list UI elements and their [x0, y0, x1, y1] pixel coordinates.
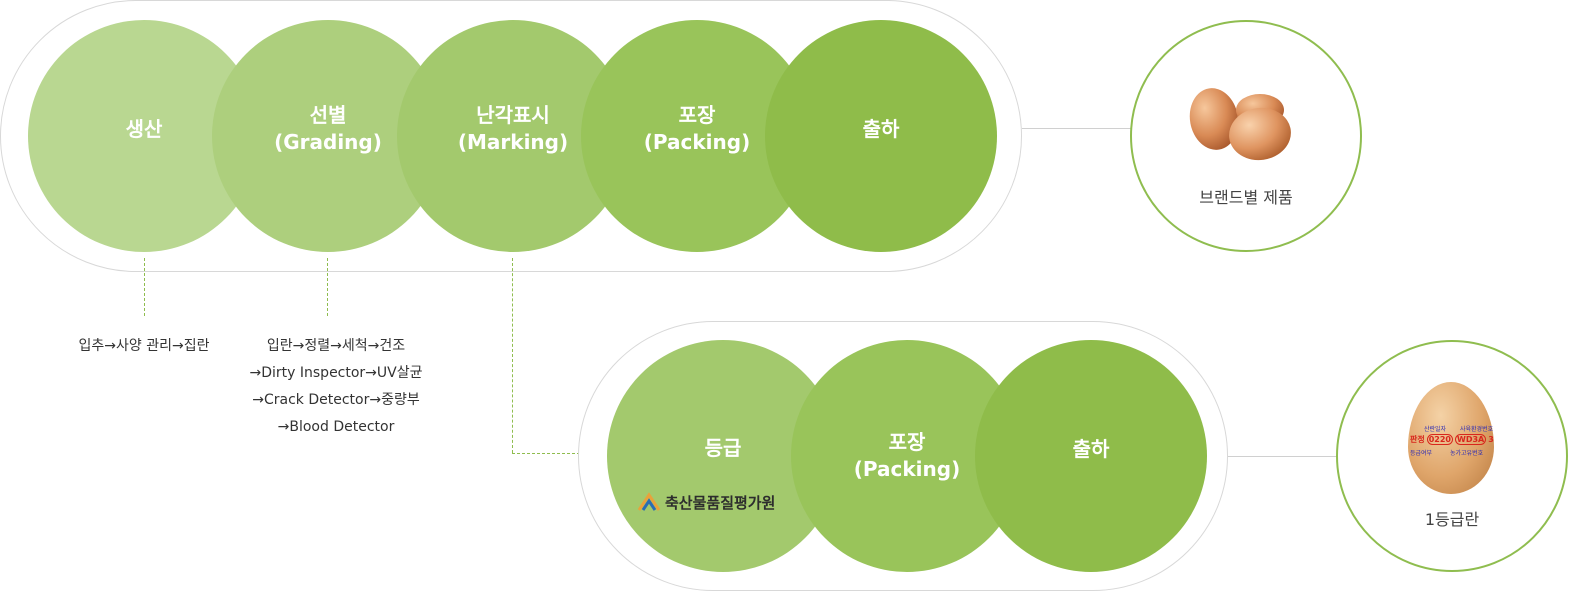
step-marking-label: 난각표시 (Marking) — [457, 103, 569, 154]
brand-product-ring: 브랜드별 제품 — [1130, 20, 1362, 252]
step-production-label: 생산 — [125, 116, 163, 141]
marking-code-2: WD3A — [1455, 434, 1487, 445]
production-dash — [144, 258, 145, 316]
marking-dash-vertical — [512, 258, 513, 453]
step-bottom-packing-label: 포장 (Packing) — [853, 430, 961, 481]
marking-bottom-right: 농가고유번호 — [1450, 450, 1484, 457]
bottom-connector-line — [1228, 456, 1338, 457]
agency-logo-icon — [637, 492, 661, 511]
step-shipping-label: 출하 — [862, 116, 900, 141]
top-connector-line — [1022, 128, 1132, 129]
grading-dash — [327, 258, 328, 316]
marking-dash-horizontal — [512, 453, 590, 454]
marking-top-left: 산란일자 — [1424, 426, 1447, 433]
step-bottom-shipping: 출하 — [975, 340, 1207, 572]
grading-agency-logo: 축산물품질평가원 — [637, 490, 807, 514]
marking-top-right: 사육환경번호 — [1460, 426, 1494, 433]
agency-logo-text: 축산물품질평가원 — [665, 493, 776, 512]
step-grading-label: 선별 (Grading) — [274, 103, 382, 154]
step-shipping: 출하 — [765, 20, 997, 252]
marking-bottom-left: 등급여부 — [1410, 450, 1433, 457]
marking-code-row: 판정 0220 WD3A 3 — [1410, 434, 1494, 445]
step-packing-label: 포장 (Packing) — [643, 103, 751, 154]
brand-product-label: 브랜드별 제품 — [1199, 188, 1293, 207]
marking-code-3: 3 — [1488, 435, 1494, 444]
graded-egg-icon: 산란일자 사육환경번호 판정 0220 WD3A 3 등급여부 농가고유번호 — [1408, 382, 1494, 494]
production-note: 입추→사양 관리→집란 — [78, 338, 210, 354]
step-grade-label: 등급 — [704, 435, 742, 460]
grade-one-egg-label: 1등급란 — [1424, 510, 1480, 529]
eggs-icon — [1189, 88, 1291, 161]
step-bottom-shipping-label: 출하 — [1072, 436, 1110, 461]
marking-code-1: 0220 — [1426, 434, 1453, 445]
grade-one-egg-ring: 산란일자 사육환경번호 판정 0220 WD3A 3 등급여부 농가고유번호 1… — [1336, 340, 1568, 572]
grading-note: 입란→정렬→세척→건조 →Dirty Inspector→UV살균 →Crack… — [249, 338, 423, 435]
marking-left-tag: 판정 — [1410, 435, 1425, 444]
